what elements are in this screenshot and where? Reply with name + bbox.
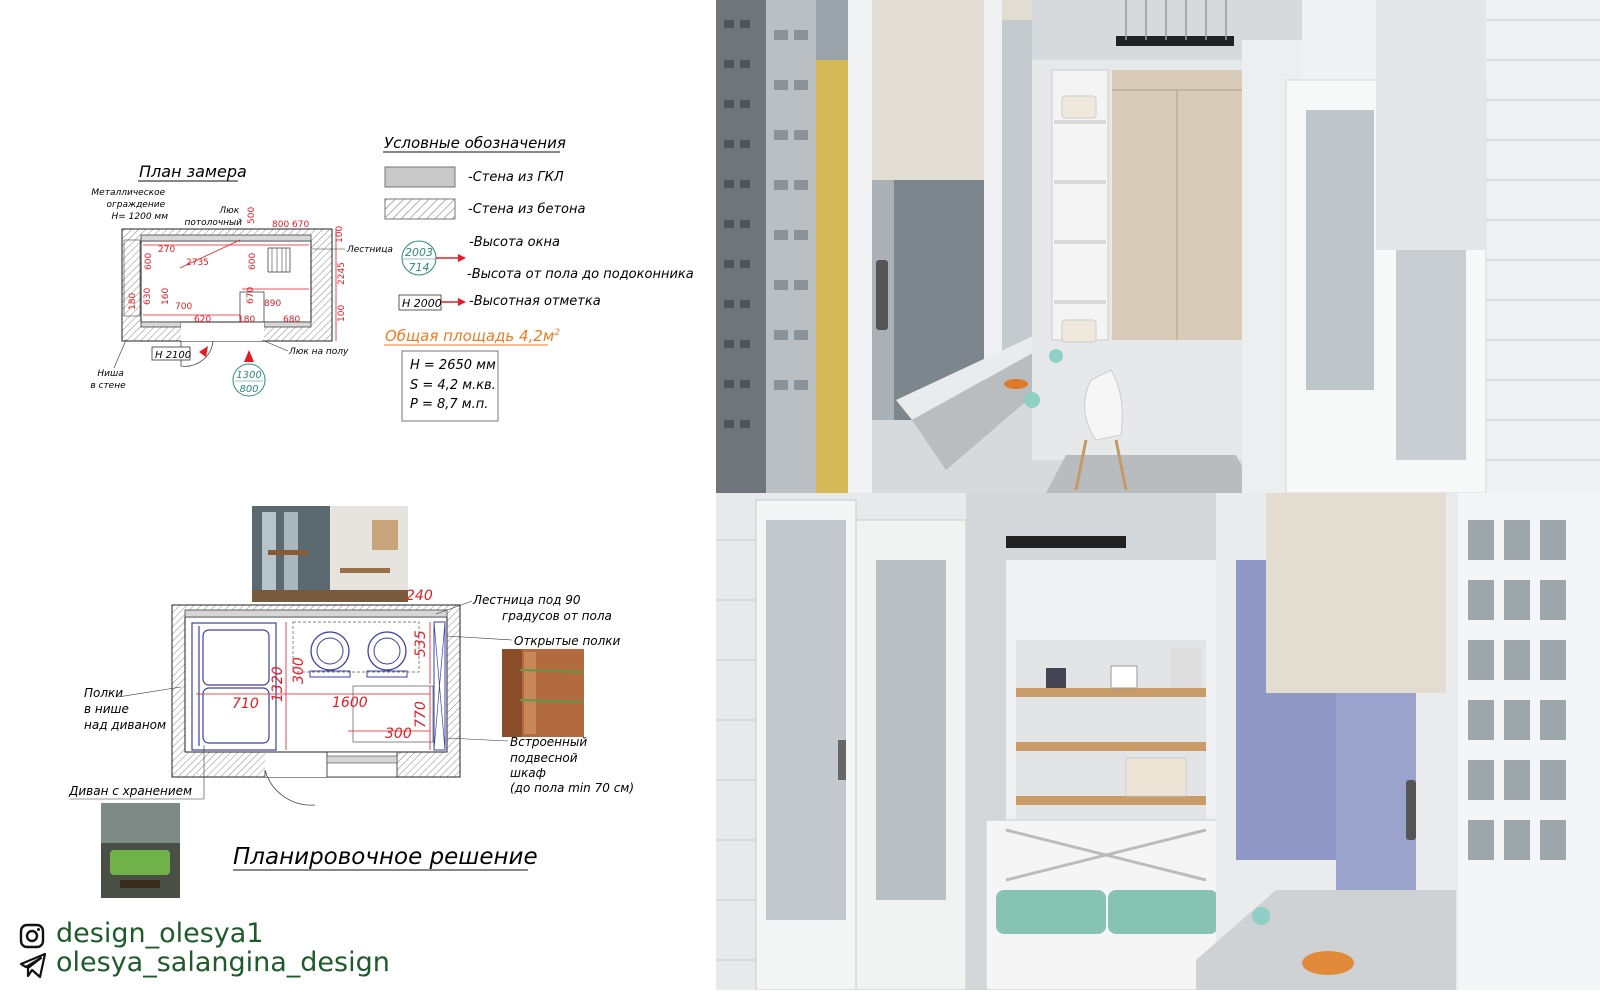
layout-plan: 240 535 300 1320 710 1600 300 770 Лестни… (68, 506, 634, 898)
svg-text:1300: 1300 (236, 370, 261, 381)
svg-text:770: 770 (413, 701, 429, 728)
svg-text:2735: 2735 (186, 258, 209, 268)
measure-dimensions: 270 500 800 670 100 2735 600 600 2245 63… (128, 207, 347, 325)
svg-text:710: 710 (232, 696, 259, 712)
area-box (401, 350, 499, 422)
svg-text:1600: 1600 (332, 695, 368, 711)
legend-sill-height-label: -Высота от пола до подоконника (467, 267, 694, 282)
telegram-icon (19, 952, 47, 979)
svg-text:535: 535 (413, 630, 429, 657)
svg-text:100: 100 (337, 305, 347, 322)
svg-text:600: 600 (248, 253, 258, 270)
render-bottom (716, 493, 1600, 991)
measure-plan-title: План замера (139, 162, 247, 181)
elevation-mark-h2100: H 2100 (155, 350, 191, 361)
render-top (716, 0, 1600, 494)
niche-label: Ниша в стене (90, 369, 126, 391)
renders-panel (716, 0, 1600, 991)
svg-text:500: 500 (247, 207, 257, 224)
svg-text:620: 620 (194, 315, 211, 325)
shelves-niche-label: Полки в нише над диваном (84, 686, 166, 732)
svg-text:670: 670 (246, 287, 256, 304)
svg-text:2003: 2003 (405, 246, 433, 259)
legend-window-height-label: -Высота окна (469, 235, 560, 250)
ladder-label: Лестница (346, 245, 393, 255)
legend-elevation-label: -Высотная отметка (469, 294, 601, 309)
svg-text:P = 8,7 м.п.: P = 8,7 м.п. (410, 397, 488, 412)
svg-text:270: 270 (158, 245, 175, 255)
drawings-svg: План замера Металлическое ограждение H= … (68, 134, 694, 898)
sofa (191, 622, 277, 751)
telegram-handle-text: olesya_salangina_design (56, 947, 390, 978)
legend-elevation-sample: H 2000 (402, 297, 442, 310)
reference-photo-shelves (502, 649, 585, 737)
svg-text:160: 160 (161, 288, 171, 305)
svg-text:630: 630 (143, 288, 153, 305)
svg-text:680: 680 (283, 315, 300, 325)
svg-text:180: 180 (128, 293, 138, 310)
open-shelves-label: Открытые полки (514, 634, 621, 648)
svg-text:2245: 2245 (337, 262, 347, 285)
svg-text:180: 180 (238, 315, 255, 325)
svg-text:100: 100 (335, 226, 345, 243)
reference-photo-sofa (101, 803, 180, 898)
legend-gkl-label: -Стена из ГКЛ (468, 170, 564, 185)
builtin-cabinet-label: Встроенный подвесной шкаф (до пола min 7… (510, 735, 634, 795)
svg-text:670: 670 (292, 220, 309, 230)
metal-fence-label: Металлическое ограждение H= 1200 мм (91, 188, 168, 222)
ceiling-hatch-label: Люк потолочный (184, 206, 242, 228)
measure-room (140, 240, 312, 323)
renders-svg (716, 0, 1600, 991)
legend-title: Условные обозначения (384, 134, 566, 152)
door-callout (232, 363, 266, 397)
instagram-handle-text: design_olesya1 (56, 918, 264, 949)
sofa-label: Диван с хранением (68, 784, 192, 798)
svg-text:1320: 1320 (270, 666, 286, 702)
instagram-icon (19, 923, 45, 949)
reference-photo-top (252, 506, 408, 602)
stair-label: Лестница под 90 градусов от пола (472, 593, 612, 623)
stools (309, 631, 408, 678)
layout-plan-title: Планировочное решение (233, 844, 538, 870)
svg-text:240: 240 (406, 588, 433, 604)
svg-text:S = 4,2 м.кв.: S = 4,2 м.кв. (410, 378, 496, 393)
measure-plan: План замера Металлическое ограждение H= … (90, 162, 393, 397)
svg-text:714: 714 (409, 261, 430, 274)
total-area-label: Общая площадь 4,2м2 (385, 327, 560, 345)
svg-text:800: 800 (272, 220, 289, 230)
drawings-panel: План замера Металлическое ограждение H= … (0, 0, 716, 990)
svg-text:890: 890 (264, 299, 281, 309)
legend-concrete-label: -Стена из бетона (468, 202, 585, 217)
svg-text:H = 2650 мм: H = 2650 мм (410, 358, 496, 373)
svg-text:800: 800 (239, 384, 258, 395)
legend: Условные обозначения -Стена из ГКЛ -Стен… (383, 134, 694, 422)
floor-hatch-label: Люк на полу (288, 347, 349, 357)
svg-text:300: 300 (291, 657, 307, 684)
svg-text:600: 600 (144, 253, 154, 270)
svg-text:700: 700 (175, 302, 192, 312)
legend-gkl-swatch (384, 166, 456, 188)
legend-concrete-swatch (384, 198, 456, 220)
layout-dimensions: 240 535 300 1320 710 1600 300 770 (232, 588, 433, 742)
svg-text:300: 300 (385, 726, 412, 742)
